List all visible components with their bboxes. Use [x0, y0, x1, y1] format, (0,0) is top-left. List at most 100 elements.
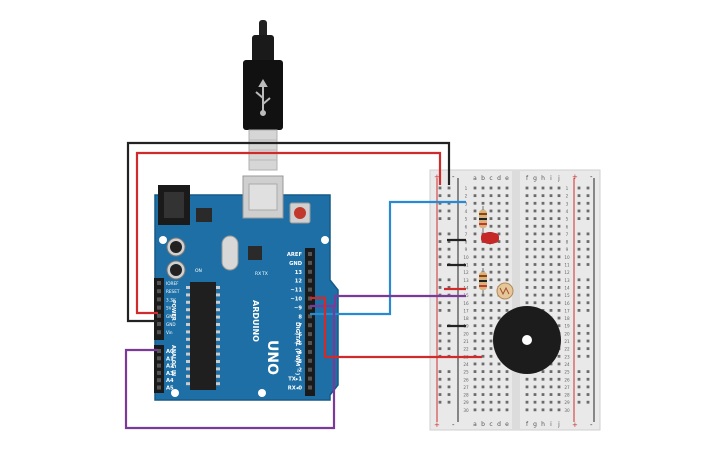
breadboard-hole[interactable] [541, 209, 545, 213]
breadboard-hole[interactable] [481, 309, 485, 312]
breadboard-hole[interactable] [525, 240, 529, 243]
breadboard-hole[interactable] [497, 186, 501, 190]
breadboard-hole[interactable] [481, 354, 485, 358]
rail-hole[interactable] [447, 186, 451, 190]
rail-hole[interactable] [447, 400, 451, 404]
rail-hole[interactable] [438, 339, 442, 343]
header-hole[interactable] [157, 370, 161, 375]
breadboard-hole[interactable] [541, 232, 545, 236]
breadboard-hole[interactable] [533, 209, 537, 213]
breadboard-hole[interactable] [549, 247, 553, 251]
rail-hole[interactable] [438, 347, 442, 351]
rail-hole[interactable] [586, 393, 590, 396]
piezo-buzzer[interactable] [493, 306, 561, 374]
rail-hole[interactable] [577, 232, 581, 236]
breadboard-hole[interactable] [497, 270, 501, 274]
breadboard-hole[interactable] [497, 224, 501, 228]
rail-hole[interactable] [577, 255, 581, 259]
breadboard-hole[interactable] [533, 217, 537, 220]
rail-hole[interactable] [438, 194, 442, 198]
breadboard-hole[interactable] [497, 316, 501, 320]
breadboard-hole[interactable] [489, 263, 493, 266]
rail-hole[interactable] [447, 209, 451, 213]
breadboard-hole[interactable] [481, 385, 485, 389]
resistor-1[interactable] [479, 206, 487, 232]
breadboard-hole[interactable] [481, 293, 485, 297]
breadboard-hole[interactable] [541, 217, 545, 220]
breadboard-hole[interactable] [481, 324, 485, 328]
breadboard-hole[interactable] [525, 209, 529, 213]
breadboard-hole[interactable] [481, 247, 485, 251]
rail-hole[interactable] [586, 293, 590, 297]
breadboard-hole[interactable] [481, 408, 485, 412]
header-hole[interactable] [308, 269, 312, 274]
wire-purple-pin11[interactable] [310, 294, 466, 308]
wire-black-gnd[interactable] [126, 141, 451, 323]
rail-hole[interactable] [577, 240, 581, 243]
breadboard-hole[interactable] [505, 263, 509, 266]
rail-hole[interactable] [447, 201, 451, 205]
header-hole[interactable] [308, 376, 312, 381]
breadboard-hole[interactable] [541, 400, 545, 404]
rail-hole[interactable] [577, 263, 581, 266]
rail-hole[interactable] [577, 293, 581, 297]
breadboard-hole[interactable] [557, 278, 561, 282]
breadboard-hole[interactable] [541, 240, 545, 243]
rail-hole[interactable] [586, 263, 590, 266]
breadboard-hole[interactable] [481, 370, 485, 373]
breadboard-hole[interactable] [525, 408, 529, 412]
rail-hole[interactable] [447, 301, 451, 305]
breadboard-hole[interactable] [505, 370, 509, 373]
breadboard-hole[interactable] [489, 224, 493, 228]
breadboard-hole[interactable] [541, 393, 545, 396]
header-hole[interactable] [308, 314, 312, 319]
breadboard-hole[interactable] [481, 393, 485, 396]
breadboard-hole[interactable] [549, 393, 553, 396]
breadboard-hole[interactable] [473, 309, 477, 312]
breadboard-hole[interactable] [505, 255, 509, 259]
breadboard-hole[interactable] [481, 331, 485, 335]
rail-hole[interactable] [438, 263, 442, 266]
rail-hole[interactable] [577, 301, 581, 305]
breadboard-hole[interactable] [497, 278, 501, 282]
rail-hole[interactable] [577, 393, 581, 396]
breadboard-hole[interactable] [497, 377, 501, 381]
breadboard-hole[interactable] [473, 347, 477, 351]
rail-hole[interactable] [438, 278, 442, 282]
breadboard-hole[interactable] [481, 194, 485, 198]
rail-hole[interactable] [577, 324, 581, 328]
rail-hole[interactable] [586, 201, 590, 205]
breadboard-hole[interactable] [533, 263, 537, 266]
breadboard-hole[interactable] [549, 232, 553, 236]
breadboard-hole[interactable] [549, 224, 553, 228]
breadboard-hole[interactable] [557, 324, 561, 328]
rail-hole[interactable] [438, 377, 442, 381]
breadboard-hole[interactable] [473, 209, 477, 213]
breadboard-hole[interactable] [541, 194, 545, 198]
rail-hole[interactable] [586, 377, 590, 381]
breadboard-hole[interactable] [505, 247, 509, 251]
breadboard-hole[interactable] [489, 377, 493, 381]
breadboard-hole[interactable] [541, 201, 545, 205]
breadboard-hole[interactable] [473, 240, 477, 243]
rail-hole[interactable] [586, 339, 590, 343]
breadboard-hole[interactable] [541, 408, 545, 412]
breadboard-hole[interactable] [541, 255, 545, 259]
breadboard-hole[interactable] [473, 293, 477, 297]
breadboard-hole[interactable] [505, 408, 509, 412]
rail-hole[interactable] [447, 370, 451, 373]
rail-hole[interactable] [577, 194, 581, 198]
rail-hole[interactable] [586, 370, 590, 373]
rail-hole[interactable] [577, 377, 581, 381]
breadboard-hole[interactable] [525, 247, 529, 251]
breadboard-hole[interactable] [525, 224, 529, 228]
breadboard-hole[interactable] [557, 255, 561, 259]
header-hole[interactable] [308, 287, 312, 292]
breadboard-hole[interactable] [533, 301, 537, 305]
breadboard-hole[interactable] [489, 194, 493, 198]
breadboard-hole[interactable] [557, 316, 561, 320]
rail-hole[interactable] [586, 255, 590, 259]
rail-hole[interactable] [438, 393, 442, 396]
breadboard-hole[interactable] [557, 224, 561, 228]
breadboard-hole[interactable] [533, 186, 537, 190]
